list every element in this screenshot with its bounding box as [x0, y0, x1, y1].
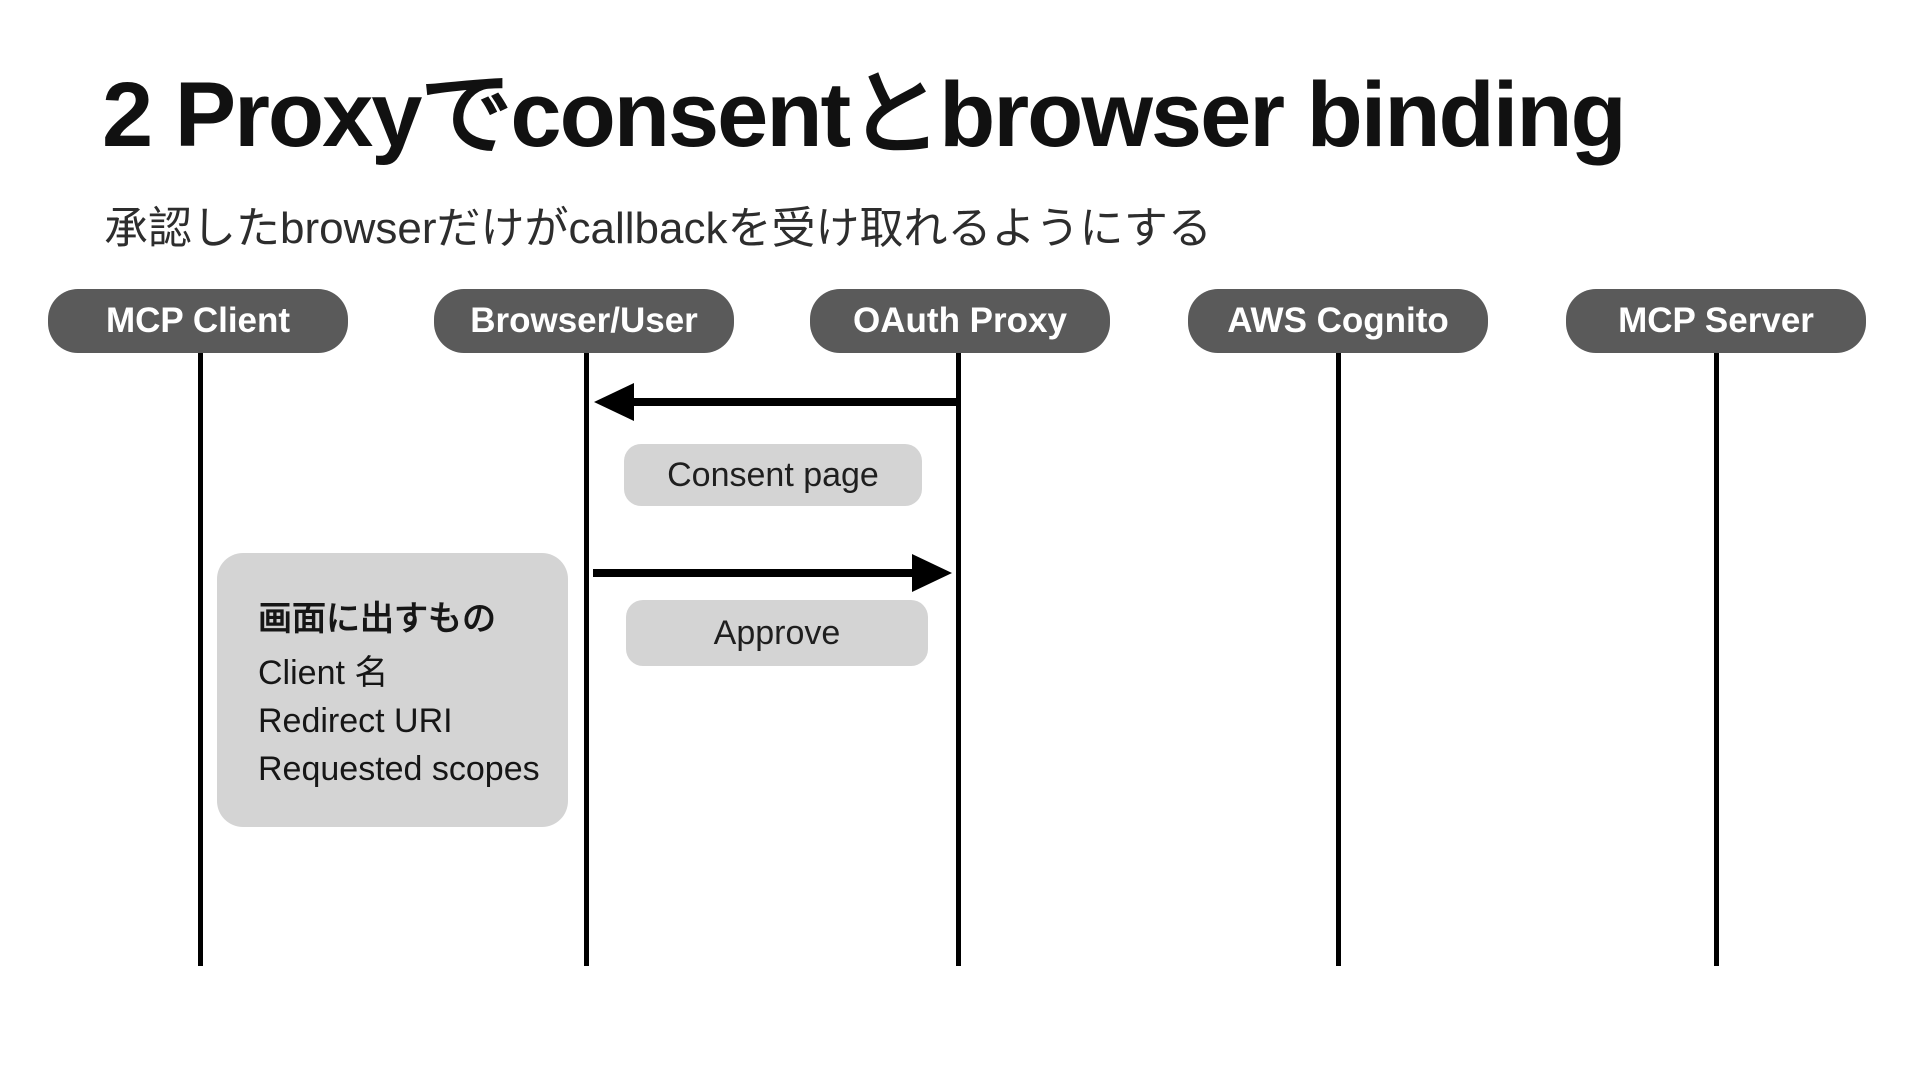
message-label-text: Approve	[713, 613, 841, 652]
lifeline-browser-user	[584, 353, 589, 966]
actor-box-aws-cognito: AWS Cognito	[1188, 289, 1488, 353]
slide-subtitle: 承認したbrowserだけがcallbackを受け取れるようにする	[104, 204, 1212, 253]
consent-arrow-line	[630, 398, 959, 406]
actor-label: MCP Client	[105, 301, 291, 340]
actor-label: MCP Server	[1618, 301, 1814, 340]
message-label-approve: Approve	[626, 600, 928, 666]
arrowhead-left-icon	[594, 383, 634, 421]
actor-box-browser-user: Browser/User	[434, 289, 734, 353]
actor-box-mcp-server: MCP Server	[1566, 289, 1866, 353]
approve-arrow-line	[593, 569, 915, 577]
slide-title: 2 Proxyでconsentとbrowser binding	[102, 64, 1627, 166]
message-label-consent-page: Consent page	[624, 444, 922, 506]
note-item: Client 名	[258, 654, 389, 692]
actor-box-oauth-proxy: OAuth Proxy	[810, 289, 1110, 353]
note-box: 画面に出すもの Client 名 Redirect URI Requested …	[217, 553, 568, 827]
actor-label: OAuth Proxy	[853, 301, 1067, 340]
lifeline-mcp-server	[1714, 353, 1719, 966]
actor-box-mcp-client: MCP Client	[48, 289, 348, 353]
actor-label: AWS Cognito	[1227, 301, 1449, 340]
lifeline-mcp-client	[198, 353, 203, 966]
lifeline-oauth-proxy	[956, 353, 961, 966]
lifeline-aws-cognito	[1336, 353, 1341, 966]
note-item: Requested scopes	[258, 750, 540, 788]
message-label-text: Consent page	[667, 455, 879, 494]
arrowhead-right-icon	[912, 554, 952, 592]
note-item: Redirect URI	[258, 702, 453, 740]
actor-label: Browser/User	[470, 301, 698, 340]
note-heading: 画面に出すもの	[258, 600, 496, 638]
